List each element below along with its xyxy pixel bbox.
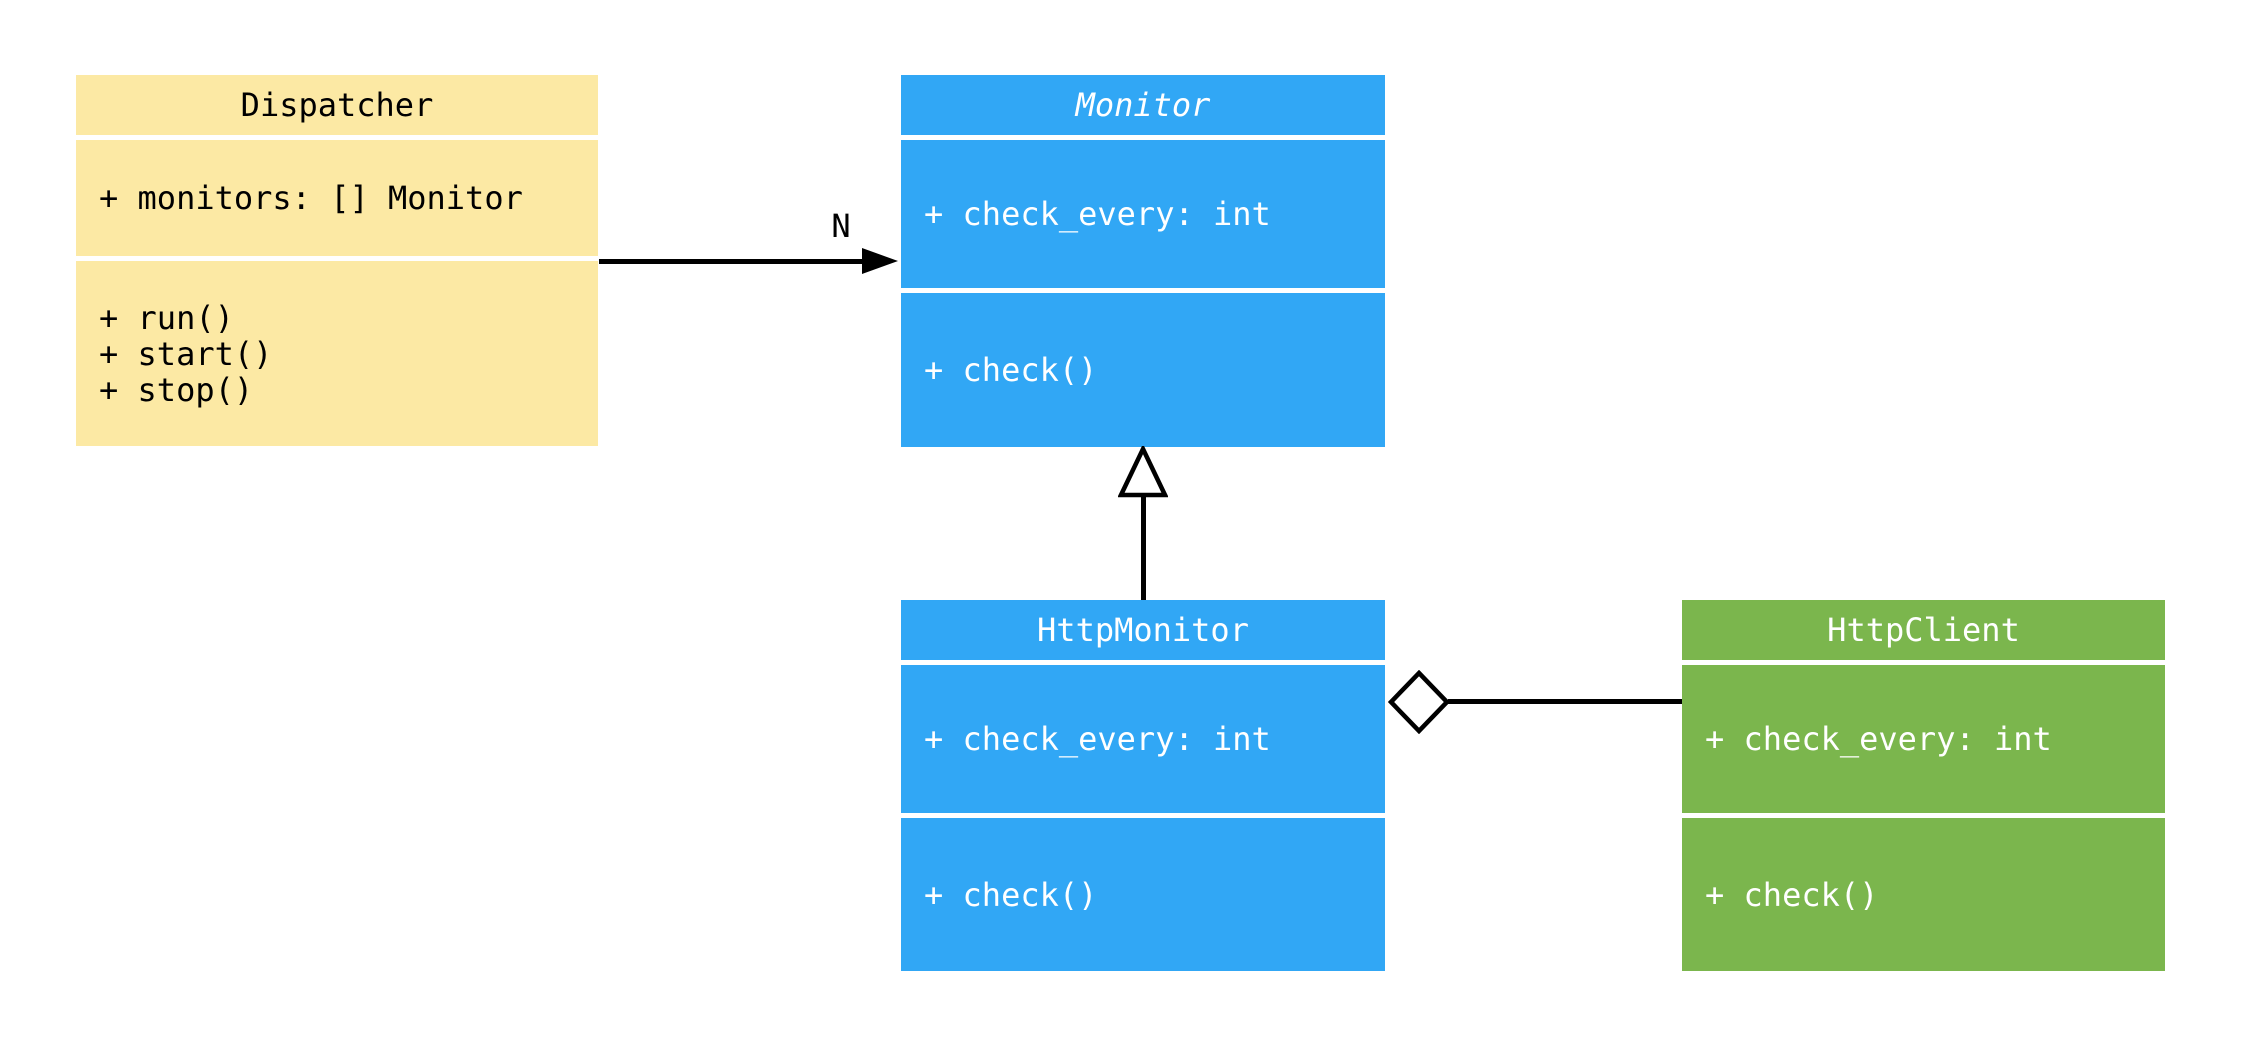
method-line: + stop() bbox=[99, 370, 254, 409]
class-monitor-title: Monitor bbox=[901, 75, 1385, 135]
attribute-line: + check_every: int bbox=[924, 195, 1271, 233]
class-dispatcher-attributes: + monitors: [] Monitor bbox=[76, 140, 598, 256]
class-dispatcher-title: Dispatcher bbox=[76, 75, 598, 135]
class-httpmonitor-name: HttpMonitor bbox=[1037, 611, 1249, 649]
class-monitor-methods: + check() bbox=[901, 293, 1385, 447]
method-line: + check() bbox=[924, 351, 1098, 389]
class-httpmonitor-attributes: + check_every: int bbox=[901, 665, 1385, 813]
class-monitor-attributes: + check_every: int bbox=[901, 140, 1385, 288]
method-line: + run() bbox=[99, 298, 234, 337]
association-line-dispatcher-monitor bbox=[599, 259, 862, 264]
inheritance-triangle-icon bbox=[1118, 446, 1168, 498]
attribute-line: + check_every: int bbox=[1705, 720, 2052, 758]
method-line: + start() bbox=[99, 334, 273, 373]
class-dispatcher-name: Dispatcher bbox=[240, 86, 434, 124]
association-arrowhead-icon bbox=[862, 248, 898, 274]
class-httpclient-name: HttpClient bbox=[1827, 611, 2020, 649]
attribute-line: + check_every: int bbox=[924, 720, 1271, 758]
class-monitor-name: Monitor bbox=[1075, 86, 1211, 124]
class-httpmonitor: HttpMonitor + check_every: int + check() bbox=[901, 600, 1385, 971]
association-multiplicity-label: N bbox=[831, 207, 851, 245]
aggregation-diamond-icon bbox=[1388, 670, 1450, 734]
class-httpclient: HttpClient + check_every: int + check() bbox=[1682, 600, 2165, 971]
class-httpclient-attributes: + check_every: int bbox=[1682, 665, 2165, 813]
inheritance-line-httpmonitor-monitor bbox=[1141, 494, 1146, 600]
class-dispatcher-methods: + run() + start() + stop() bbox=[76, 261, 598, 446]
class-monitor: Monitor + check_every: int + check() bbox=[901, 75, 1385, 447]
method-line: + check() bbox=[1705, 875, 1879, 914]
class-httpmonitor-title: HttpMonitor bbox=[901, 600, 1385, 660]
class-httpclient-title: HttpClient bbox=[1682, 600, 2165, 660]
aggregation-line-httpmonitor-httpclient bbox=[1448, 699, 1682, 704]
class-httpclient-methods: + check() bbox=[1682, 818, 2165, 971]
method-line: + check() bbox=[924, 875, 1098, 914]
class-dispatcher: Dispatcher + monitors: [] Monitor + run(… bbox=[76, 75, 598, 446]
attribute-line: + monitors: [] Monitor bbox=[99, 179, 523, 217]
class-httpmonitor-methods: + check() bbox=[901, 818, 1385, 971]
